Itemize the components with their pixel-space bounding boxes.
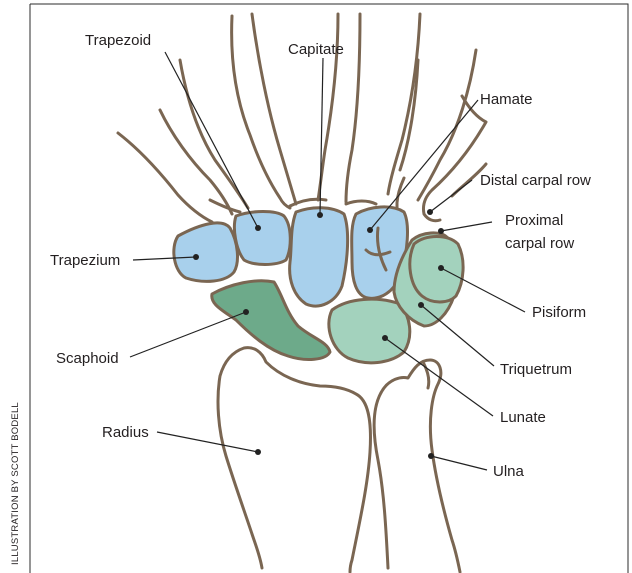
label-capitate: Capitate	[288, 41, 344, 58]
leader-proximal-carpal-row	[441, 222, 492, 231]
metacarpal-thumb	[118, 133, 212, 222]
capitate-bone	[290, 208, 348, 306]
leader-radius	[157, 432, 258, 452]
label-proximal-carpal-row-line1: Proximal	[505, 212, 563, 229]
metacarpal-base-line	[210, 199, 376, 212]
dot-lunate	[382, 335, 388, 341]
label-distal-carpal-row: Distal carpal row	[480, 172, 591, 189]
dot-trapezium	[193, 254, 199, 260]
label-lunate: Lunate	[500, 409, 546, 426]
pisiform-bone	[410, 237, 463, 303]
dot-radius	[255, 449, 261, 455]
dot-ulna	[428, 453, 434, 459]
label-trapezium: Trapezium	[50, 252, 120, 269]
dot-hamate	[367, 227, 373, 233]
label-hamate: Hamate	[480, 91, 533, 108]
dot-capitate	[317, 212, 323, 218]
label-triquetrum: Triquetrum	[500, 361, 572, 378]
lunate-bone	[329, 299, 410, 363]
metacarpal-ring	[346, 14, 420, 202]
trapezoid-bone	[234, 212, 290, 265]
radius-bone	[218, 348, 370, 572]
dot-distal-carpal-row	[427, 209, 433, 215]
metacarpal-fifth	[423, 96, 486, 221]
label-scaphoid: Scaphoid	[56, 350, 119, 367]
label-proximal-carpal-row-line2: carpal row	[505, 235, 574, 252]
metacarpal-little	[400, 50, 476, 200]
forearm-bones	[218, 348, 460, 572]
leader-triquetrum	[421, 305, 494, 366]
illustration-credit: ILLUSTRATION BY SCOTT BODELL	[10, 402, 21, 565]
metacarpal-thumb-inner	[160, 110, 232, 214]
metacarpal-hook	[397, 164, 486, 226]
ulna-bone	[374, 360, 460, 572]
leader-ulna	[431, 456, 487, 470]
label-radius: Radius	[102, 424, 149, 441]
trapezium-bone	[174, 223, 238, 281]
label-ulna: Ulna	[493, 463, 525, 480]
leader-capitate	[320, 58, 323, 215]
label-trapezoid: Trapezoid	[85, 32, 151, 49]
dot-proximal-carpal-row	[438, 228, 444, 234]
dot-pisiform	[438, 265, 444, 271]
dot-triquetrum	[418, 302, 424, 308]
leader-scaphoid	[130, 312, 246, 357]
dot-scaphoid	[243, 309, 249, 315]
label-pisiform: Pisiform	[532, 304, 586, 321]
dot-trapezoid	[255, 225, 261, 231]
